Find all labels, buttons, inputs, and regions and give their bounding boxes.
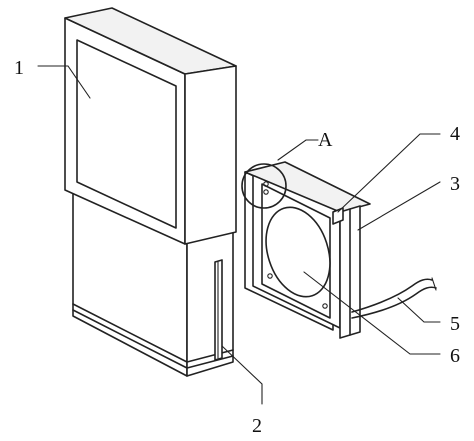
screen-panel [76, 39, 177, 229]
screw-hole-top-left [263, 181, 269, 187]
leader-2 [221, 345, 263, 405]
circular-panel [265, 206, 331, 298]
cable-upper-strand [351, 278, 433, 313]
label-4: 4 [450, 123, 460, 145]
leader-5 [397, 297, 441, 323]
leader-6 [303, 271, 441, 355]
leader-3 [357, 181, 441, 231]
cable [351, 277, 437, 319]
label-3: 3 [450, 173, 460, 195]
leader-4 [337, 133, 441, 213]
leader-1 [37, 65, 91, 99]
lower-cabinet-side [186, 229, 234, 377]
cable-end-cap [431, 277, 437, 291]
display-unit [64, 7, 237, 377]
screw-hole-top-left-2 [263, 189, 269, 195]
label-2: 2 [252, 415, 262, 437]
detached-frame [241, 161, 371, 339]
latch-block [332, 207, 344, 225]
screw-hole-bottom-right [322, 303, 328, 309]
leader-lines [37, 65, 441, 405]
detail-circle-a [241, 163, 287, 209]
reference-labels: 1 2 3 4 5 6 A [14, 57, 460, 437]
label-6: 6 [450, 345, 460, 367]
label-a: A [318, 129, 333, 151]
label-1: 1 [14, 57, 24, 79]
leader-a [277, 139, 319, 161]
screw-hole-bottom-left [267, 273, 273, 279]
cable-lower-strand [351, 286, 437, 319]
screen-housing-side [184, 65, 237, 245]
label-5: 5 [450, 313, 460, 335]
